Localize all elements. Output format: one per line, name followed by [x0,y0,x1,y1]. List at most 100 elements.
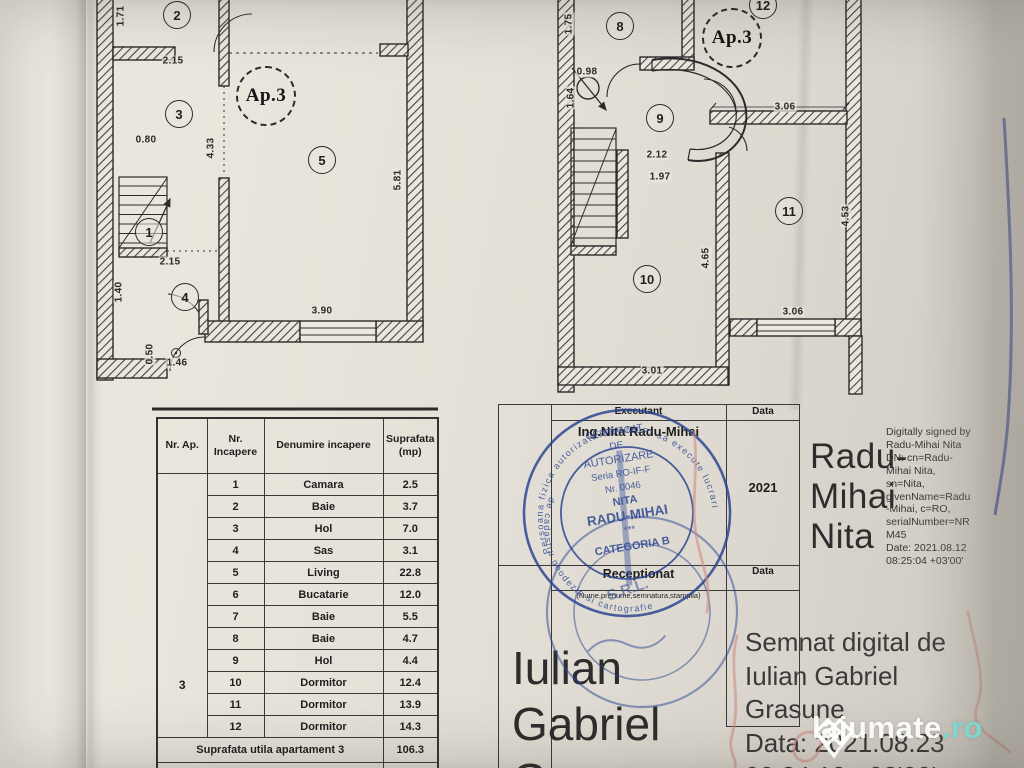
apartment-label-left: Ap.3 [236,66,296,126]
table-cell: 4 [206,539,265,562]
dimension-label: 2.15 [158,256,182,268]
curved-wall [651,57,748,162]
table-cell: Dormitor [263,715,384,738]
table-cell: 1 [206,473,265,496]
digital-signature-name-right: Radu- Mihai Nita [810,437,908,556]
cartouche-line [498,404,800,406]
table-cell: 12 [206,715,265,738]
table-cell: Dormitor [263,671,384,694]
dimension-label: 0.80 [134,134,158,146]
total-value: 106.3 [382,737,439,763]
receptionat-label: Receptionat [602,567,675,581]
executant-name: Ing.Nita Radu-Mihai [577,424,700,439]
dimension-label: 3.90 [310,305,334,317]
dimension-label: 1.71 [115,4,127,28]
dimension-label: 1.40 [113,280,125,304]
door-arc [213,13,253,53]
room-number-1: 1 [135,218,163,246]
room-number-2: 2 [163,1,191,29]
total-label: Suprafata utila apartament 3 [156,737,384,763]
dimension-label: 3.06 [773,101,797,113]
table-cell: Hol [263,649,384,672]
dimension-label: 1.75 [563,12,575,36]
table-cell: Camara [263,473,384,496]
table-cell: Dormitor [263,693,384,716]
dimension-label: 4.53 [840,204,852,228]
dimension-label: 0.98 [575,66,599,78]
room-number-9: 9 [646,104,674,132]
table-cell: 12.4 [382,671,439,694]
door-arc [703,78,737,112]
column-header: Nr. Ap. [156,417,208,474]
table-cell [156,762,384,768]
room-number-10: 10 [633,265,661,293]
table-cell: Baie [263,627,384,650]
dimension-label: 4.65 [700,246,712,270]
wall [118,247,168,258]
table-cell: Bucatarie [263,583,384,606]
table-cell: 5.5 [382,605,439,628]
table-cell: 9 [206,649,265,672]
table-cell: 7 [206,605,265,628]
table-cell: 4.4 [382,649,439,672]
wall [198,299,209,335]
table-cell: 7.0 [382,517,439,540]
room-number-8: 8 [606,12,634,40]
table-cell: 3.7 [382,495,439,518]
table-cell: 22.8 [382,561,439,584]
table-cell: 24 [382,762,439,768]
window [756,318,836,337]
column-header: Denumire incapere [263,417,384,474]
table-cell: 2.5 [382,473,439,496]
wall [96,0,114,381]
room-number-4: 4 [171,283,199,311]
dimension-label: 3.06 [781,306,805,318]
wall [112,46,176,61]
door-arc [728,126,748,152]
clipped-row: 24 [156,762,439,768]
table-cell: Baie [263,605,384,628]
table-cell: 8 [206,627,265,650]
data-value: 2021 [748,480,778,495]
dimension-label: 5.81 [392,168,404,192]
table-cell: 13.9 [382,693,439,716]
room-number-11: 11 [775,197,803,225]
apartment-number-cell: 3 [156,473,208,738]
apartment-label-right: Ap.3 [702,8,762,68]
dimension-label: 1.46 [165,357,189,369]
table-cell: 11 [206,693,265,716]
table-cell: 14.3 [382,715,439,738]
dimension-label: 4.33 [205,136,217,160]
table-cell: Sas [263,539,384,562]
digital-signature-details-bottom: Semnat digital de Iulian Gabriel Grasune… [745,627,946,768]
table-cell: Baie [263,495,384,518]
dimension-label: 1.97 [648,171,672,183]
table-cell: 12.0 [382,583,439,606]
table-cell: Living [263,561,384,584]
table-cell: 6 [206,583,265,606]
dimension-label: 1.64 [565,86,577,110]
digital-signature-name-bottom: Iulian Gabriel Grasune [512,642,688,768]
cartouche-line [498,404,500,768]
column-header: Nr. Incapere [206,417,265,474]
signature-note: (Nume,prenume,semnatura,stampila) [576,591,701,600]
table-cell: 10 [206,671,265,694]
cartouche-line [551,420,800,422]
floor-plan-left [96,0,438,411]
dimension-label: 0.50 [144,342,156,366]
table-cell: 3 [206,517,265,540]
table-cell: Hol [263,517,384,540]
door-arc [606,63,641,98]
data-label-2: Data [752,566,774,577]
